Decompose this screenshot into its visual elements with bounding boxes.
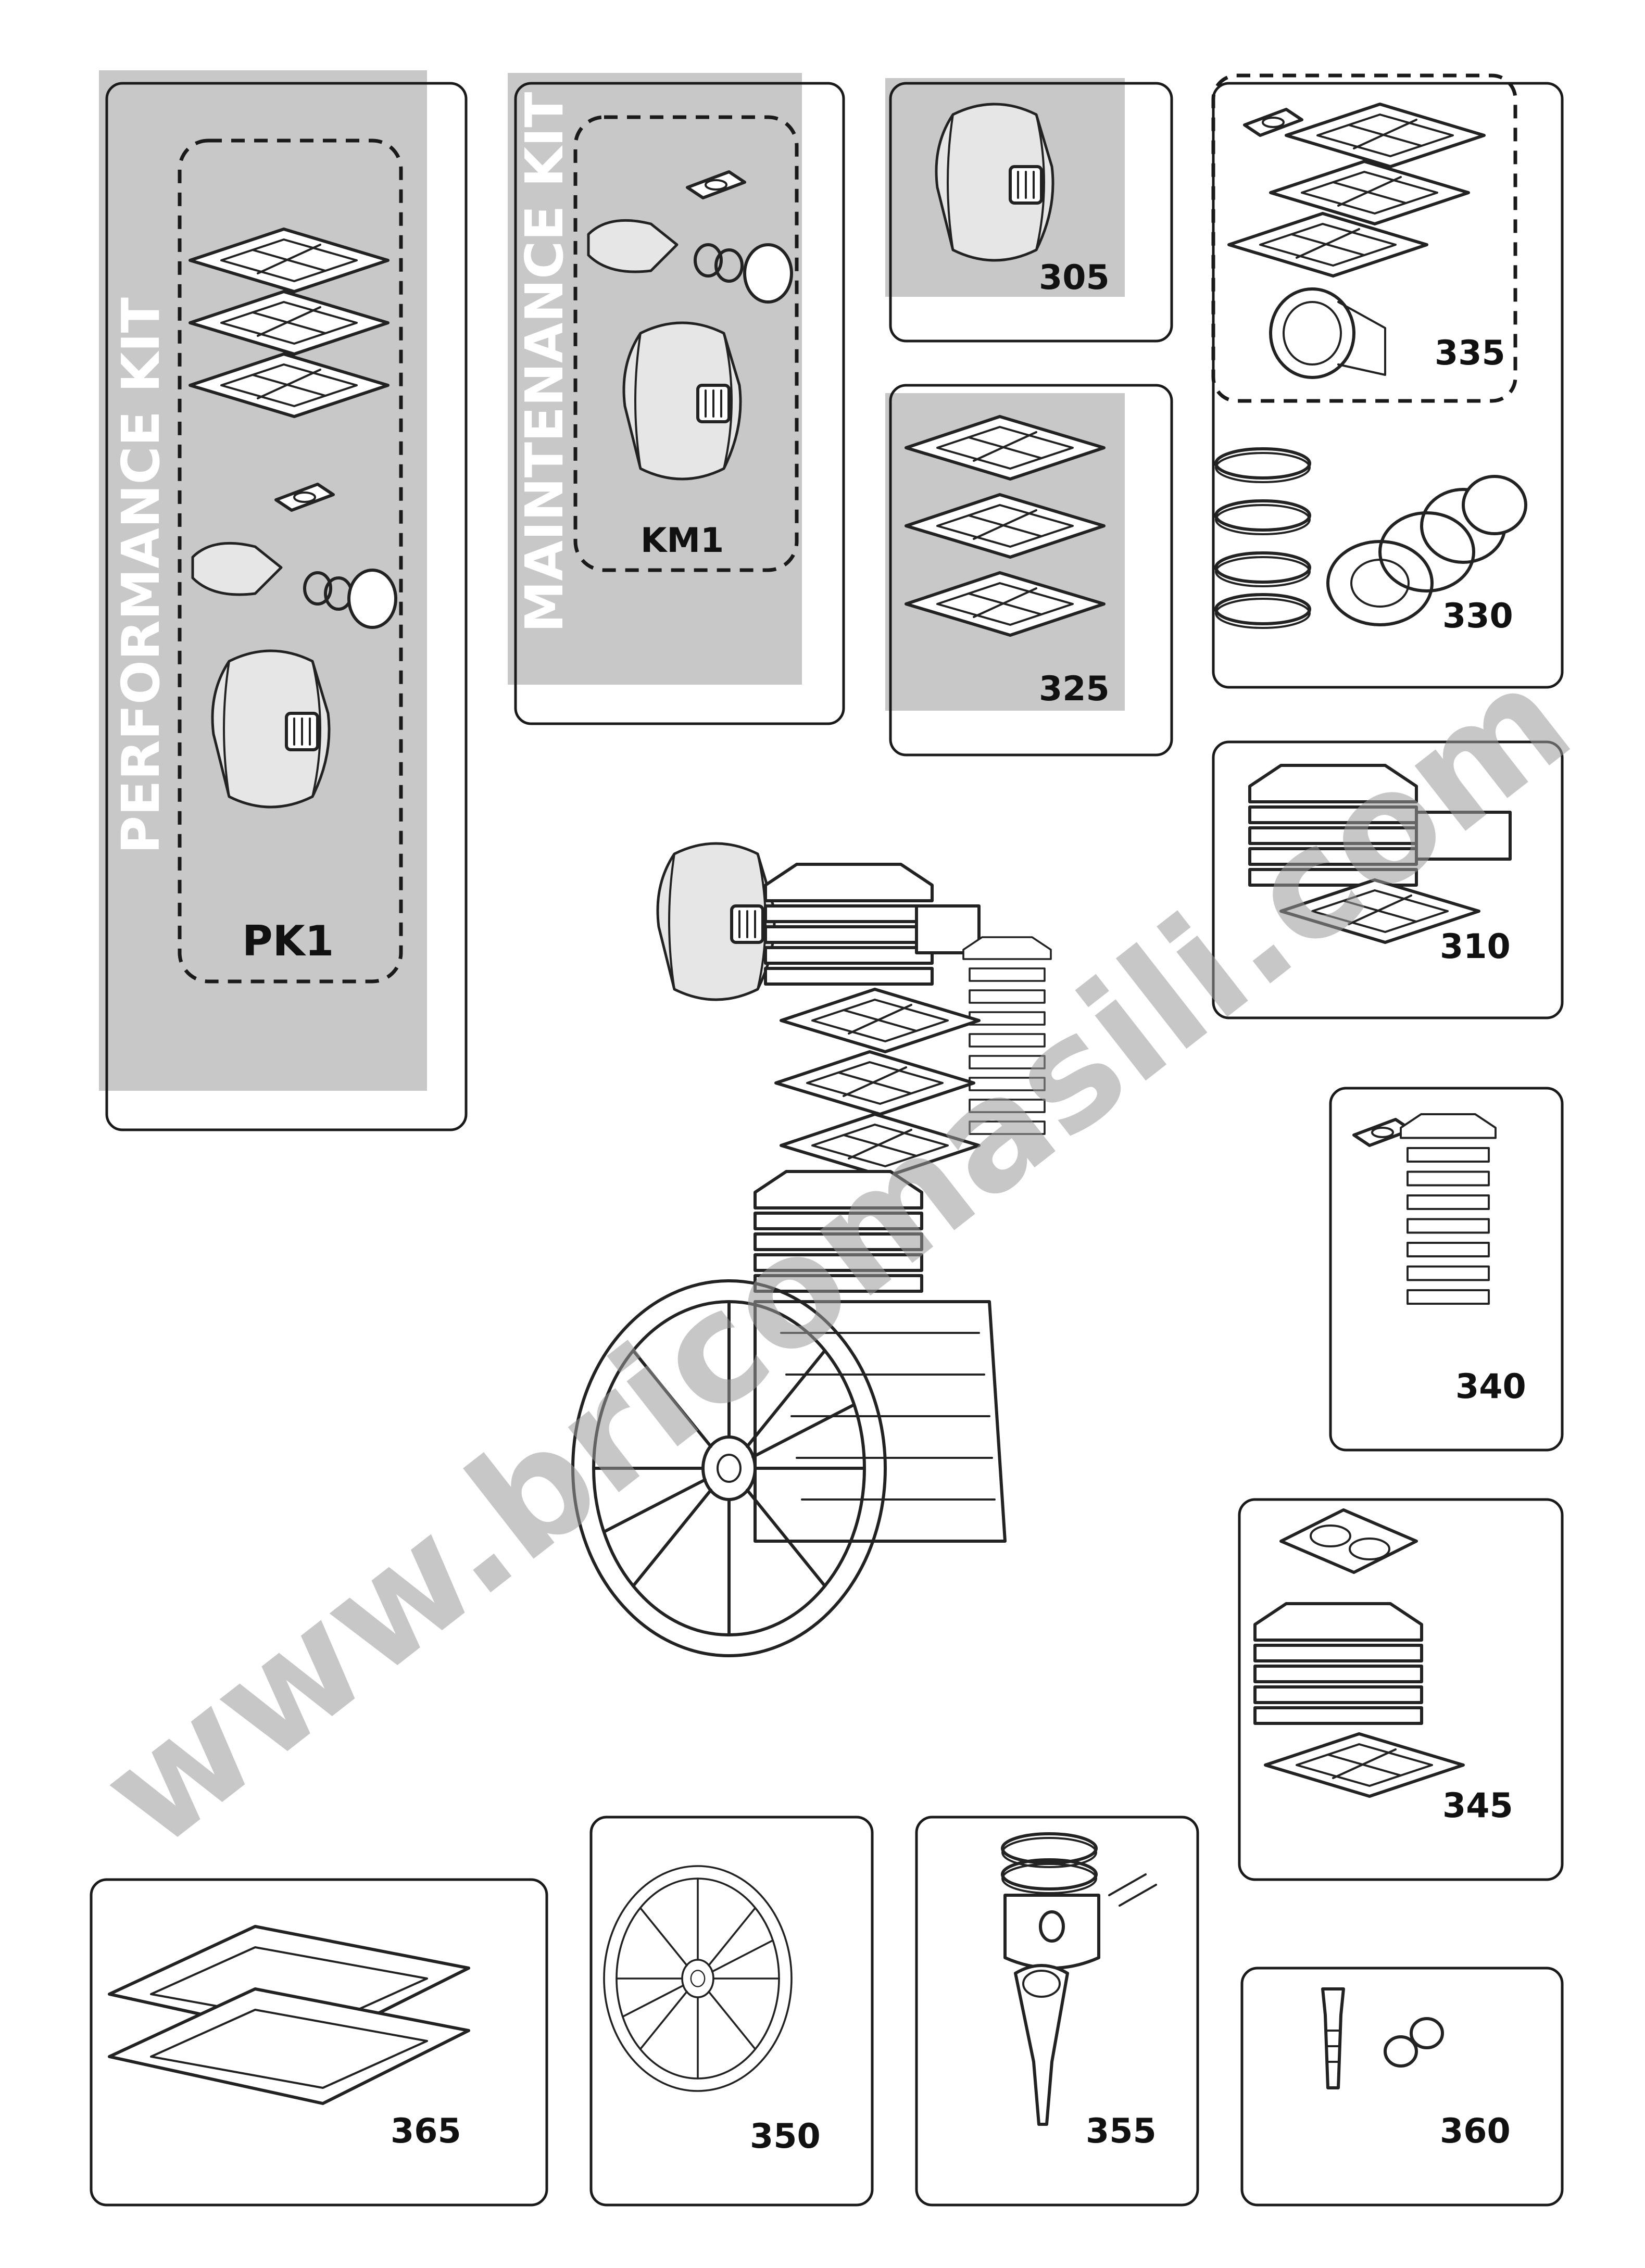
part-305-label: 305: [1039, 258, 1110, 297]
part-345-label: 345: [1442, 1786, 1513, 1825]
part-310-panel: 310: [1212, 740, 1564, 1019]
part-360-label: 360: [1440, 2112, 1511, 2151]
part-330-label: 330: [1442, 597, 1513, 636]
part-355-label: 355: [1086, 2112, 1157, 2151]
maintenance-kit-title: MAINTENANCE KIT: [514, 92, 575, 633]
part-340-label: 340: [1455, 1367, 1526, 1406]
maintenance-kit-code: KM1: [641, 521, 724, 560]
part-345-panel: 345: [1238, 1498, 1564, 1881]
part-365-label: 365: [391, 2112, 461, 2151]
part-340-panel: 340: [1329, 1087, 1564, 1452]
part-305-panel: 305: [885, 78, 1173, 343]
part-350-panel: 350: [589, 1816, 874, 2207]
part-325-panel: 325: [885, 384, 1173, 757]
part-335-label: 335: [1435, 334, 1505, 373]
part-360-panel: 360: [1240, 1967, 1564, 2207]
part-355-panel: 355: [915, 1816, 1199, 2207]
part-365-panel: 365: [90, 1878, 548, 2207]
part-335-330-panel: 335 330: [1211, 73, 1564, 689]
part-350-label: 350: [750, 2117, 821, 2156]
compressor-exploded-view: [573, 843, 1052, 1656]
part-310-label: 310: [1440, 927, 1511, 966]
performance-kit-panel: PERFORMANCE KIT PK1: [99, 70, 468, 1131]
performance-kit-code: PK1: [242, 917, 334, 965]
part-325-label: 325: [1039, 670, 1110, 709]
maintenance-kit-panel: MAINTENANCE KIT KM1: [508, 73, 845, 725]
performance-kit-title: PERFORMANCE KIT: [110, 297, 171, 854]
